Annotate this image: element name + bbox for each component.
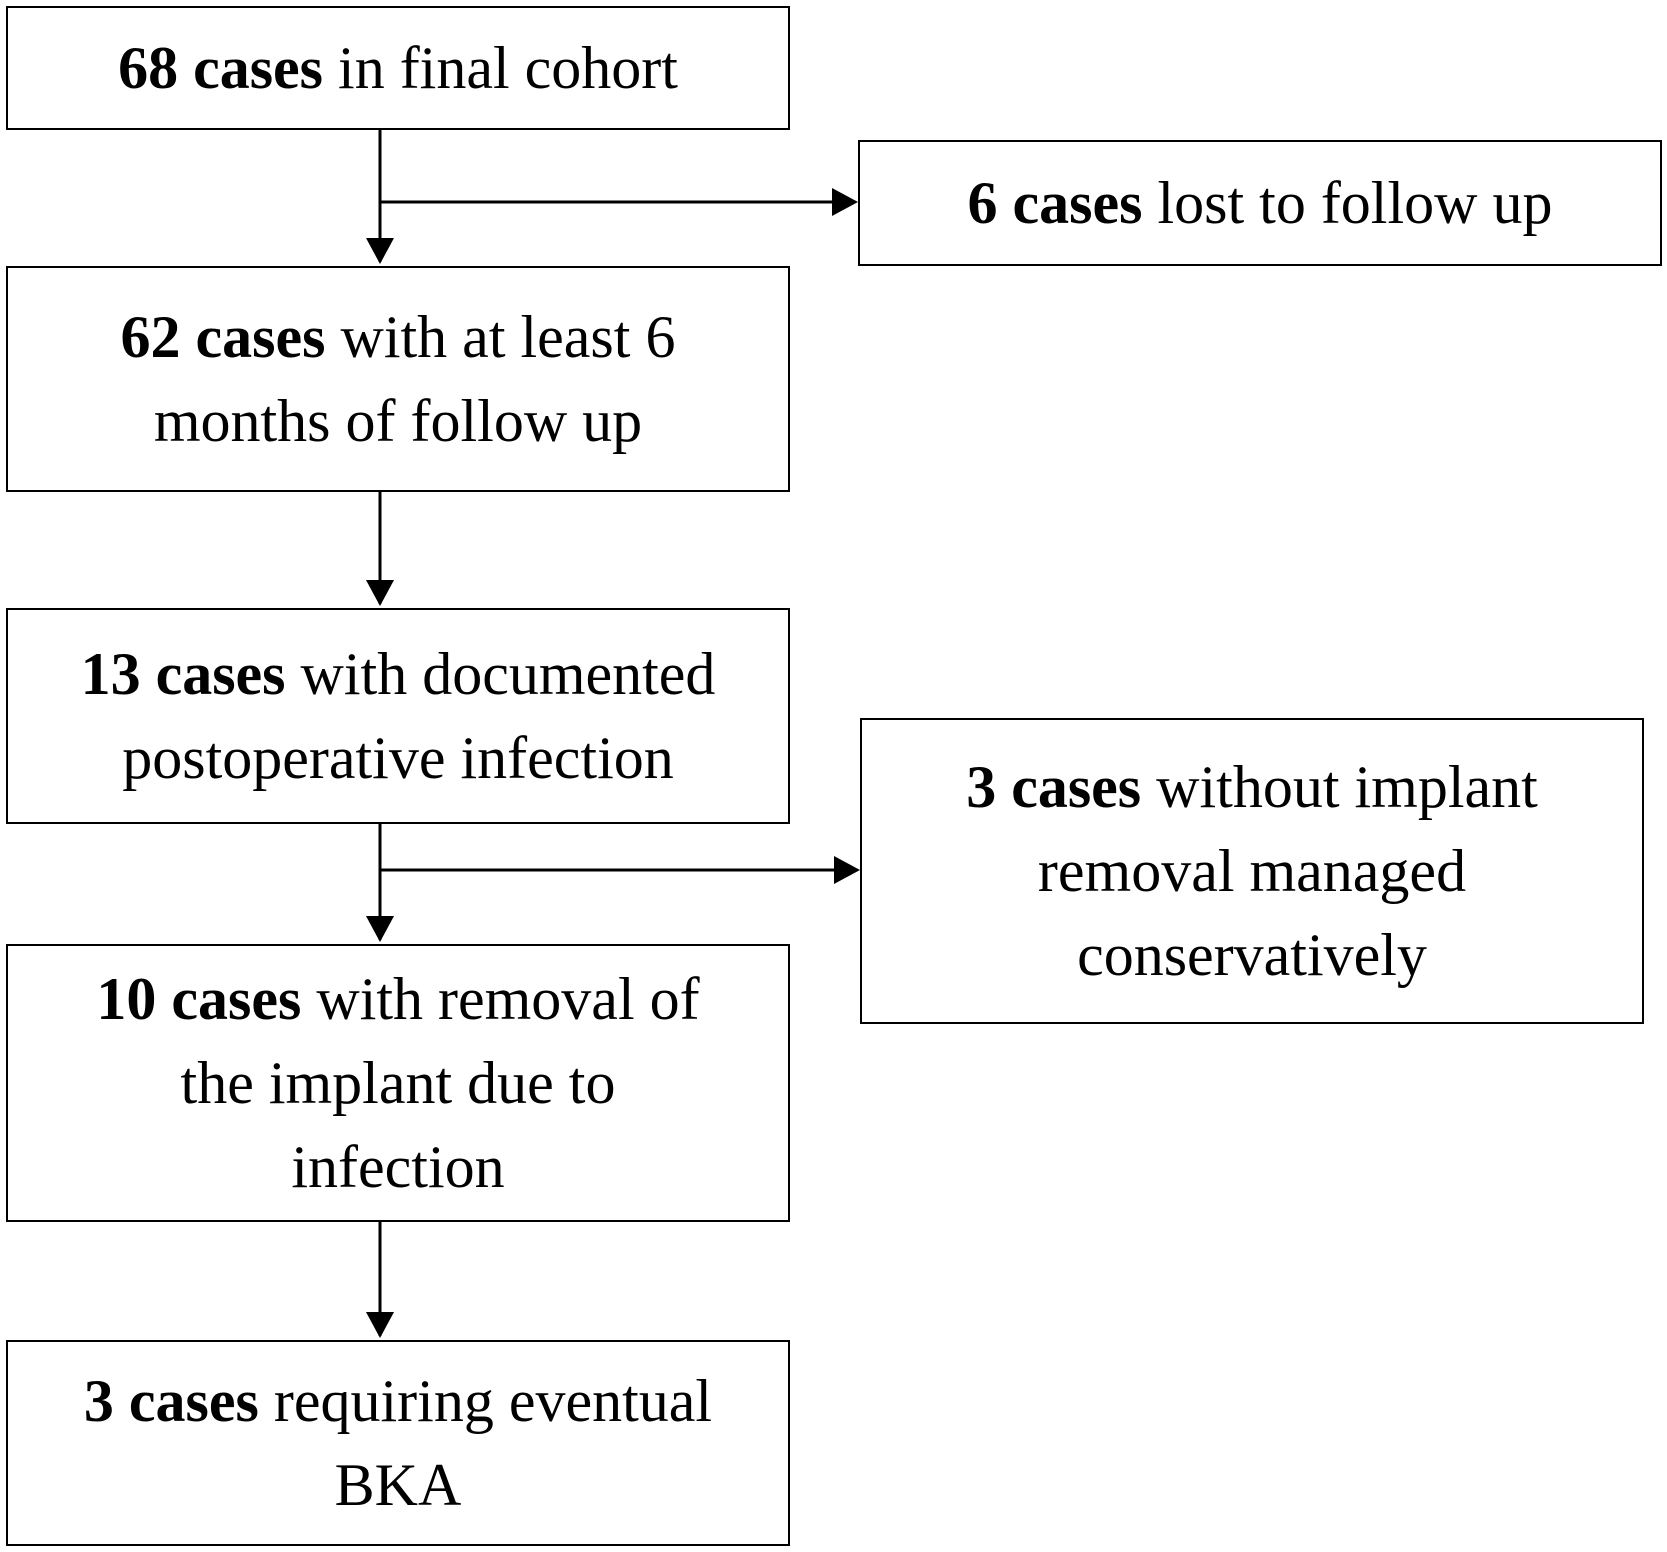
bka-count: 3 cases — [83, 1368, 259, 1434]
box-infection-line-2: postoperative infection — [122, 725, 674, 791]
box-implant-removal: 10 cases with removal of the implant due… — [6, 944, 790, 1222]
arrowhead-final-to-sixmonth — [366, 238, 394, 264]
final-cohort-count: 68 cases — [118, 35, 324, 101]
box-final-cohort: 68 cases in final cohort — [6, 6, 790, 130]
box-lost-follow-up-text: 6 cases lost to follow up — [968, 161, 1553, 245]
arrowhead-removal-to-bka — [366, 1312, 394, 1338]
box-removal-line-2: the implant due to — [180, 1050, 616, 1116]
removal-count: 10 cases — [96, 966, 302, 1032]
arrowhead-branch-lost — [832, 188, 858, 216]
infection-count: 13 cases — [80, 641, 286, 707]
box-final-cohort-text: 68 cases in final cohort — [118, 26, 678, 110]
six-month-label: with at least 6 — [325, 304, 676, 370]
removal-label: with removal of — [301, 966, 700, 1032]
arrowhead-branch-conservative — [834, 856, 860, 884]
conservative-count: 3 cases — [966, 754, 1142, 820]
arrowhead-infection-to-removal — [366, 916, 394, 942]
box-removal-line-3: infection — [291, 1134, 505, 1200]
box-conservative-line-1: 3 cases without implant — [966, 745, 1538, 829]
box-documented-infection: 13 cases with documented postoperative i… — [6, 608, 790, 824]
lost-follow-up-count: 6 cases — [967, 170, 1143, 236]
box-removal-line-1: 10 cases with removal of — [96, 957, 699, 1041]
arrowhead-sixmonth-to-infection — [366, 580, 394, 606]
box-conservative: 3 cases without implant removal managed … — [860, 718, 1644, 1024]
conservative-label: without implant — [1141, 754, 1538, 820]
box-bka: 3 cases requiring eventual BKA — [6, 1340, 790, 1546]
lost-follow-up-label: lost to follow up — [1142, 170, 1553, 236]
box-bka-line-1: 3 cases requiring eventual — [84, 1359, 712, 1443]
bka-label: requiring eventual — [258, 1368, 713, 1434]
box-bka-line-2: BKA — [334, 1452, 462, 1518]
box-six-month-line-1: 62 cases with at least 6 — [121, 295, 676, 379]
box-infection-line-1: 13 cases with documented — [81, 632, 716, 716]
box-lost-follow-up: 6 cases lost to follow up — [858, 140, 1662, 266]
box-six-month-follow-up: 62 cases with at least 6 months of follo… — [6, 266, 790, 492]
box-six-month-line-2: months of follow up — [153, 388, 643, 454]
box-conservative-line-3: conservatively — [1077, 922, 1427, 988]
box-conservative-line-2: removal managed — [1037, 838, 1467, 904]
final-cohort-label: in final cohort — [323, 35, 678, 101]
six-month-count: 62 cases — [120, 304, 326, 370]
infection-label: with documented — [285, 641, 716, 707]
